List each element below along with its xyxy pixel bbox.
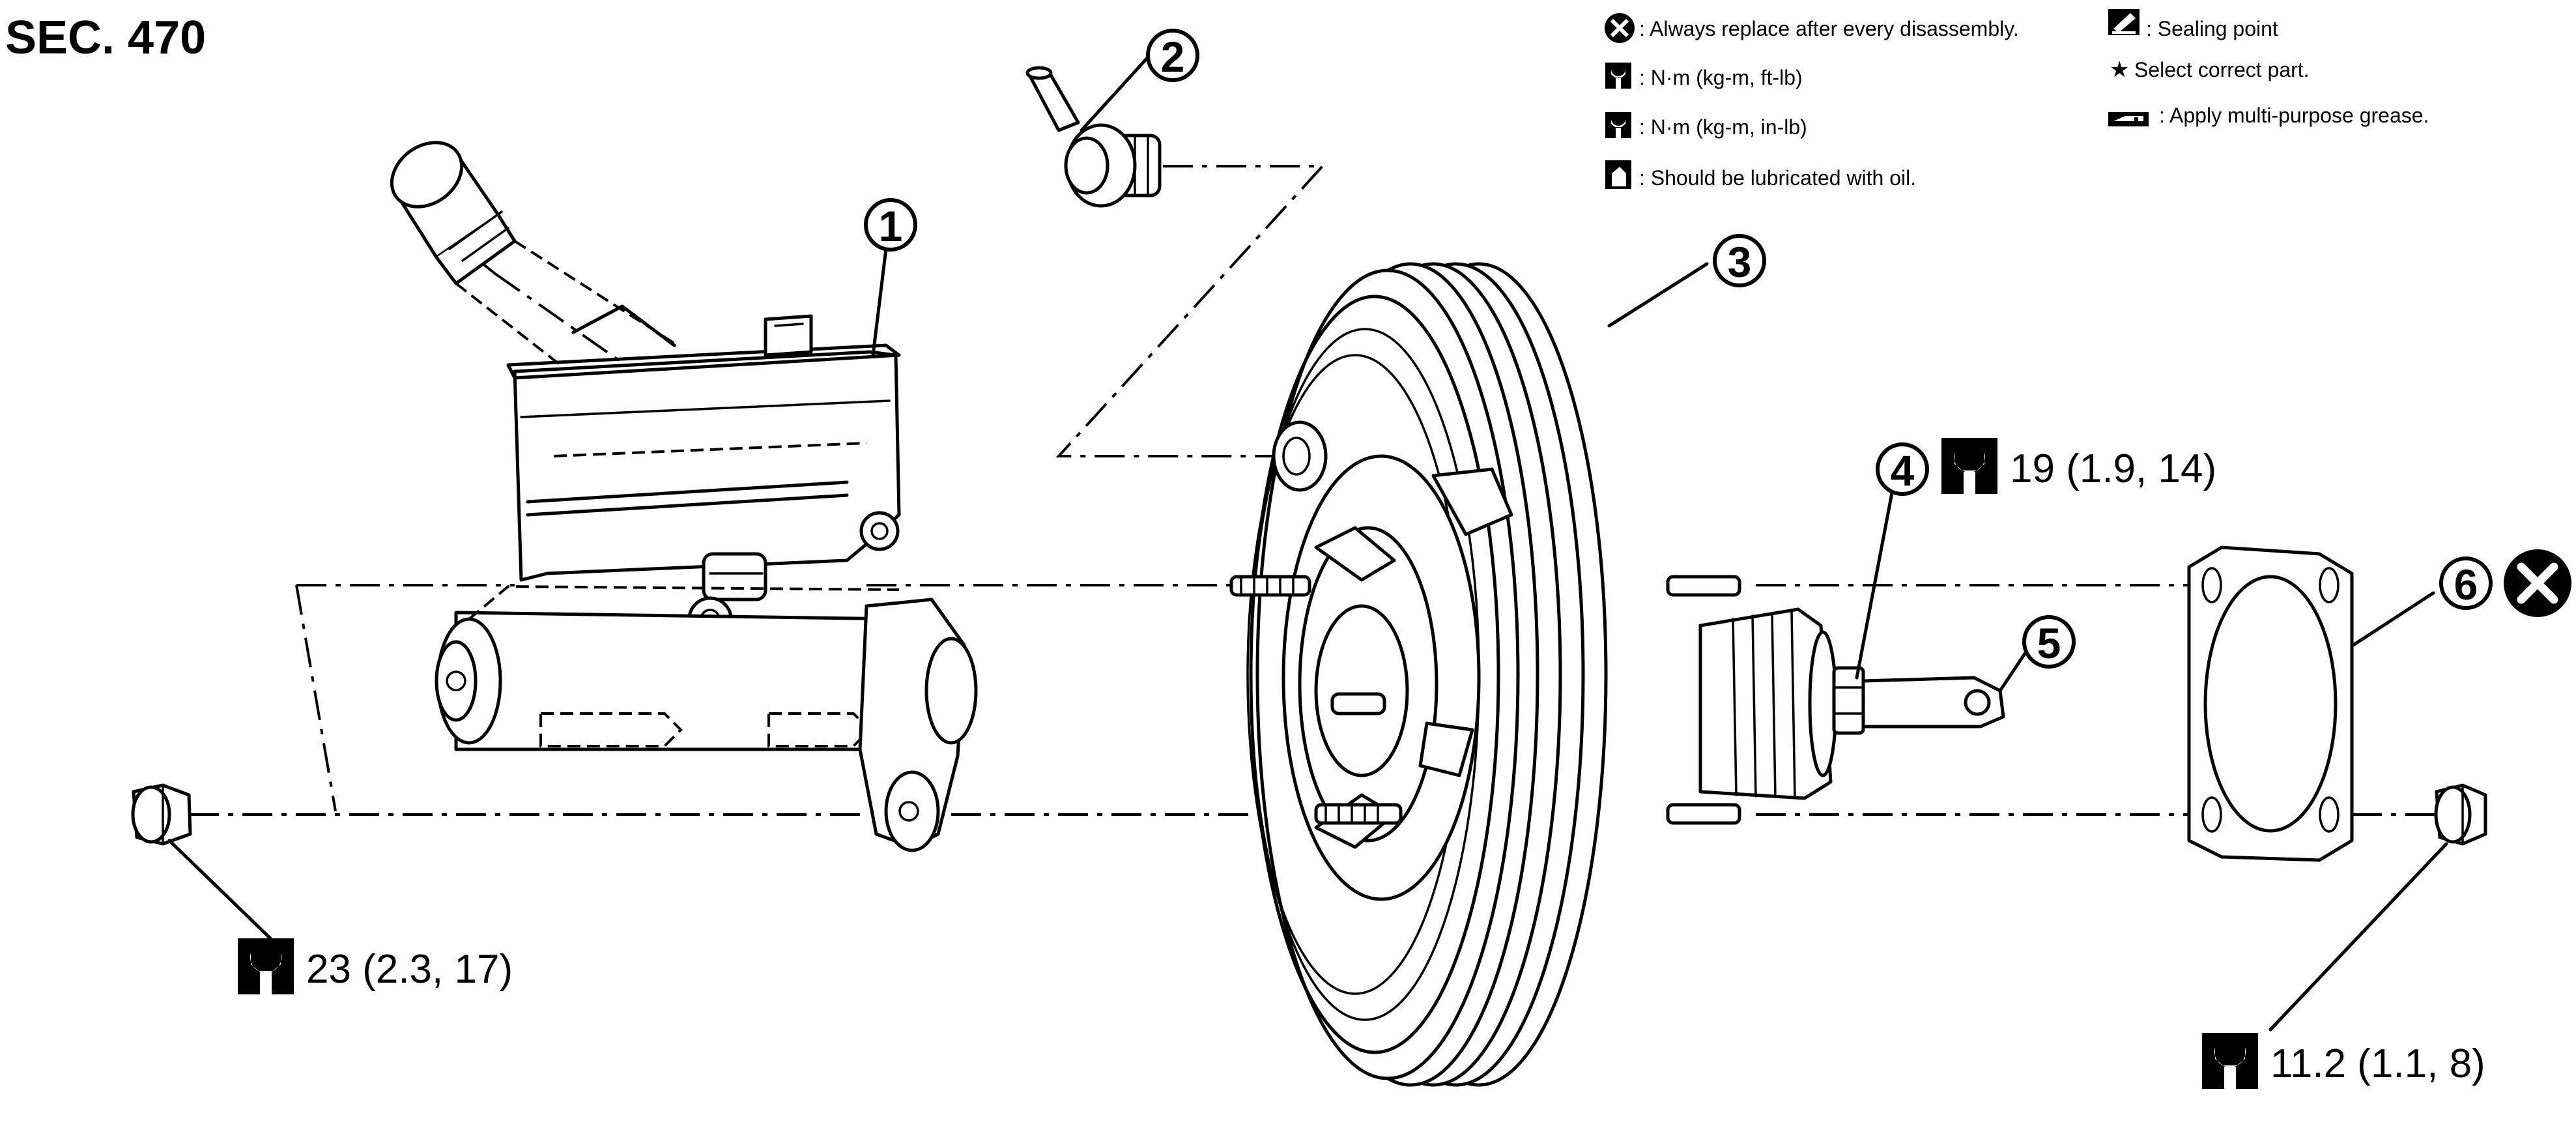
torque-wrench-in-lb-icon xyxy=(1605,112,1631,138)
star-icon: ★ xyxy=(2110,57,2129,83)
torque-wrench-icon xyxy=(2202,1033,2258,1089)
torque-left-nut: 23 (2.3, 17) xyxy=(306,947,513,992)
callout-6-number: 6 xyxy=(2454,560,2478,609)
torque-right-nut: 11.2 (1.1, 8) xyxy=(2270,1041,2485,1086)
part-nut-right xyxy=(2434,783,2487,846)
assembly-center-lines xyxy=(189,165,2450,816)
callout-3: 3 xyxy=(1713,234,1766,287)
oil-can-icon xyxy=(1605,160,1631,189)
legend-sealing-point: : Sealing point xyxy=(2146,17,2278,40)
part-master-cylinder xyxy=(390,141,978,852)
legend-apply-grease: : Apply multi-purpose grease. xyxy=(2159,104,2429,127)
torque-label-right-nut: 11.2 (1.1, 8) xyxy=(2202,1033,2485,1089)
sealing-point-icon xyxy=(2108,9,2140,35)
callout-5-number: 5 xyxy=(2037,619,2061,667)
section-title: SEC. 470 xyxy=(5,12,206,64)
part-brake-booster xyxy=(1229,262,1838,1087)
legend: : Always replace after every disassembly… xyxy=(1605,9,2429,190)
legend-always-replace: : Always replace after every disassembly… xyxy=(1639,17,2019,40)
callout-1-number: 1 xyxy=(879,202,903,250)
torque-clevis-nut: 19 (1.9, 14) xyxy=(2010,446,2216,491)
reservoir-cap xyxy=(390,141,517,285)
part-check-valve xyxy=(1025,66,1162,208)
callout-2-number: 2 xyxy=(1161,33,1185,81)
legend-lubricate-oil: : Should be lubricated with oil. xyxy=(1639,166,1916,190)
part-gasket xyxy=(2187,545,2354,862)
legend-torque-ft-lb: : N·m (kg-m, ft-lb) xyxy=(1639,66,1803,89)
torque-wrench-icon xyxy=(1605,63,1631,89)
part-nut-left xyxy=(131,783,192,846)
always-replace-icon xyxy=(2504,549,2571,617)
legend-select-part: Select correct part. xyxy=(2134,58,2310,81)
torque-wrench-icon xyxy=(238,938,294,994)
callout-3-number: 3 xyxy=(1728,238,1752,286)
callout-6: 6 xyxy=(2439,556,2493,610)
always-replace-icon xyxy=(1605,13,1635,43)
torque-label-left-nut: 23 (2.3, 17) xyxy=(238,938,513,994)
callout-5: 5 xyxy=(2022,615,2076,669)
callout-4-number: 4 xyxy=(1891,446,1915,495)
part-lock-nut xyxy=(1832,666,1865,735)
callout-2: 2 xyxy=(1146,29,1199,82)
grease-icon xyxy=(2108,112,2149,126)
leader-lines xyxy=(167,57,2448,1032)
callout-4: 4 xyxy=(1876,442,1929,496)
legend-torque-in-lb: : N·m (kg-m, in-lb) xyxy=(1639,115,1807,139)
callout-1: 1 xyxy=(864,198,917,252)
part-clevis xyxy=(1861,676,2005,729)
torque-label-clevis-nut: 19 (1.9, 14) xyxy=(1941,438,2216,494)
torque-wrench-icon xyxy=(1941,438,1997,494)
